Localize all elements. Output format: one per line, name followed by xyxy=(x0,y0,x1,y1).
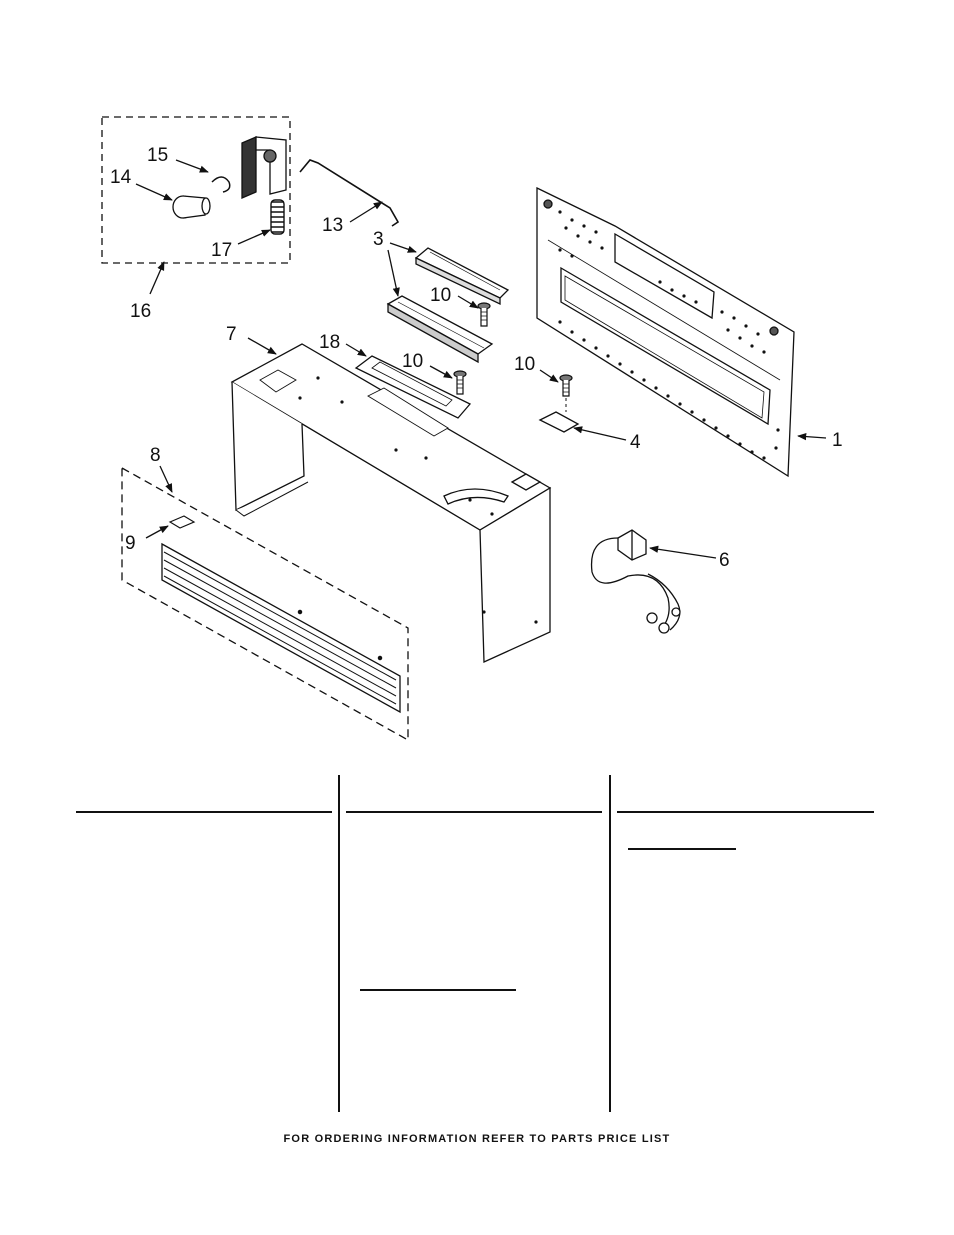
callout-18: 18 xyxy=(319,332,340,353)
latch-bracket xyxy=(241,136,287,199)
switch-harness-part-6 xyxy=(590,529,681,634)
column-divider-right xyxy=(609,775,611,1112)
callout-15: 15 xyxy=(147,145,168,166)
cabinet-holes xyxy=(298,376,538,624)
callout-14: 14 xyxy=(110,167,132,188)
back-plate-part-1 xyxy=(536,186,795,478)
channel-part-3-lower xyxy=(386,295,494,364)
screw-part-10-c xyxy=(559,374,573,397)
latch-kit-dashed-box xyxy=(101,116,291,264)
cabinet-part-7 xyxy=(230,343,552,663)
clip-part-9 xyxy=(168,515,196,529)
callout-6: 6 xyxy=(719,550,730,571)
grille-part-8 xyxy=(161,542,401,714)
callout-7: 7 xyxy=(226,324,237,345)
screw-part-10-a xyxy=(477,302,491,327)
back-plate-holes xyxy=(558,210,780,460)
leader-arrows xyxy=(135,159,827,559)
callout-3: 3 xyxy=(373,229,384,250)
header-rule-col1 xyxy=(76,811,332,813)
header-rule-col2 xyxy=(346,811,602,813)
ordering-info-footer: FOR ORDERING INFORMATION REFER TO PARTS … xyxy=(283,1133,671,1145)
header-rule-col3 xyxy=(617,811,874,813)
callout-10-a: 10 xyxy=(430,285,451,306)
clip-part-15 xyxy=(211,176,231,193)
latch-knob-part-14 xyxy=(172,195,211,219)
section-rule-col2 xyxy=(360,989,516,991)
column-divider-left xyxy=(338,775,340,1112)
callout-13: 13 xyxy=(322,215,343,236)
wire-part-13 xyxy=(299,159,400,227)
screw-part-10-b xyxy=(453,370,467,395)
spring-part-17 xyxy=(270,199,285,235)
section-rule-col3 xyxy=(628,848,736,850)
gasket-part-18 xyxy=(354,355,472,419)
callout-17: 17 xyxy=(211,240,232,261)
callout-16: 16 xyxy=(130,301,151,322)
rail-part-3-top xyxy=(414,247,510,306)
exploded-parts-diagram: 15 14 17 16 13 3 10 7 18 10 10 4 1 8 9 6 xyxy=(101,116,843,742)
callout-1: 1 xyxy=(832,430,843,451)
bracket-part-4 xyxy=(538,411,580,433)
callout-4: 4 xyxy=(630,432,641,453)
callout-8: 8 xyxy=(150,445,161,466)
callout-9: 9 xyxy=(125,533,136,554)
callout-10-c: 10 xyxy=(514,354,535,375)
callout-10-b: 10 xyxy=(402,351,423,372)
